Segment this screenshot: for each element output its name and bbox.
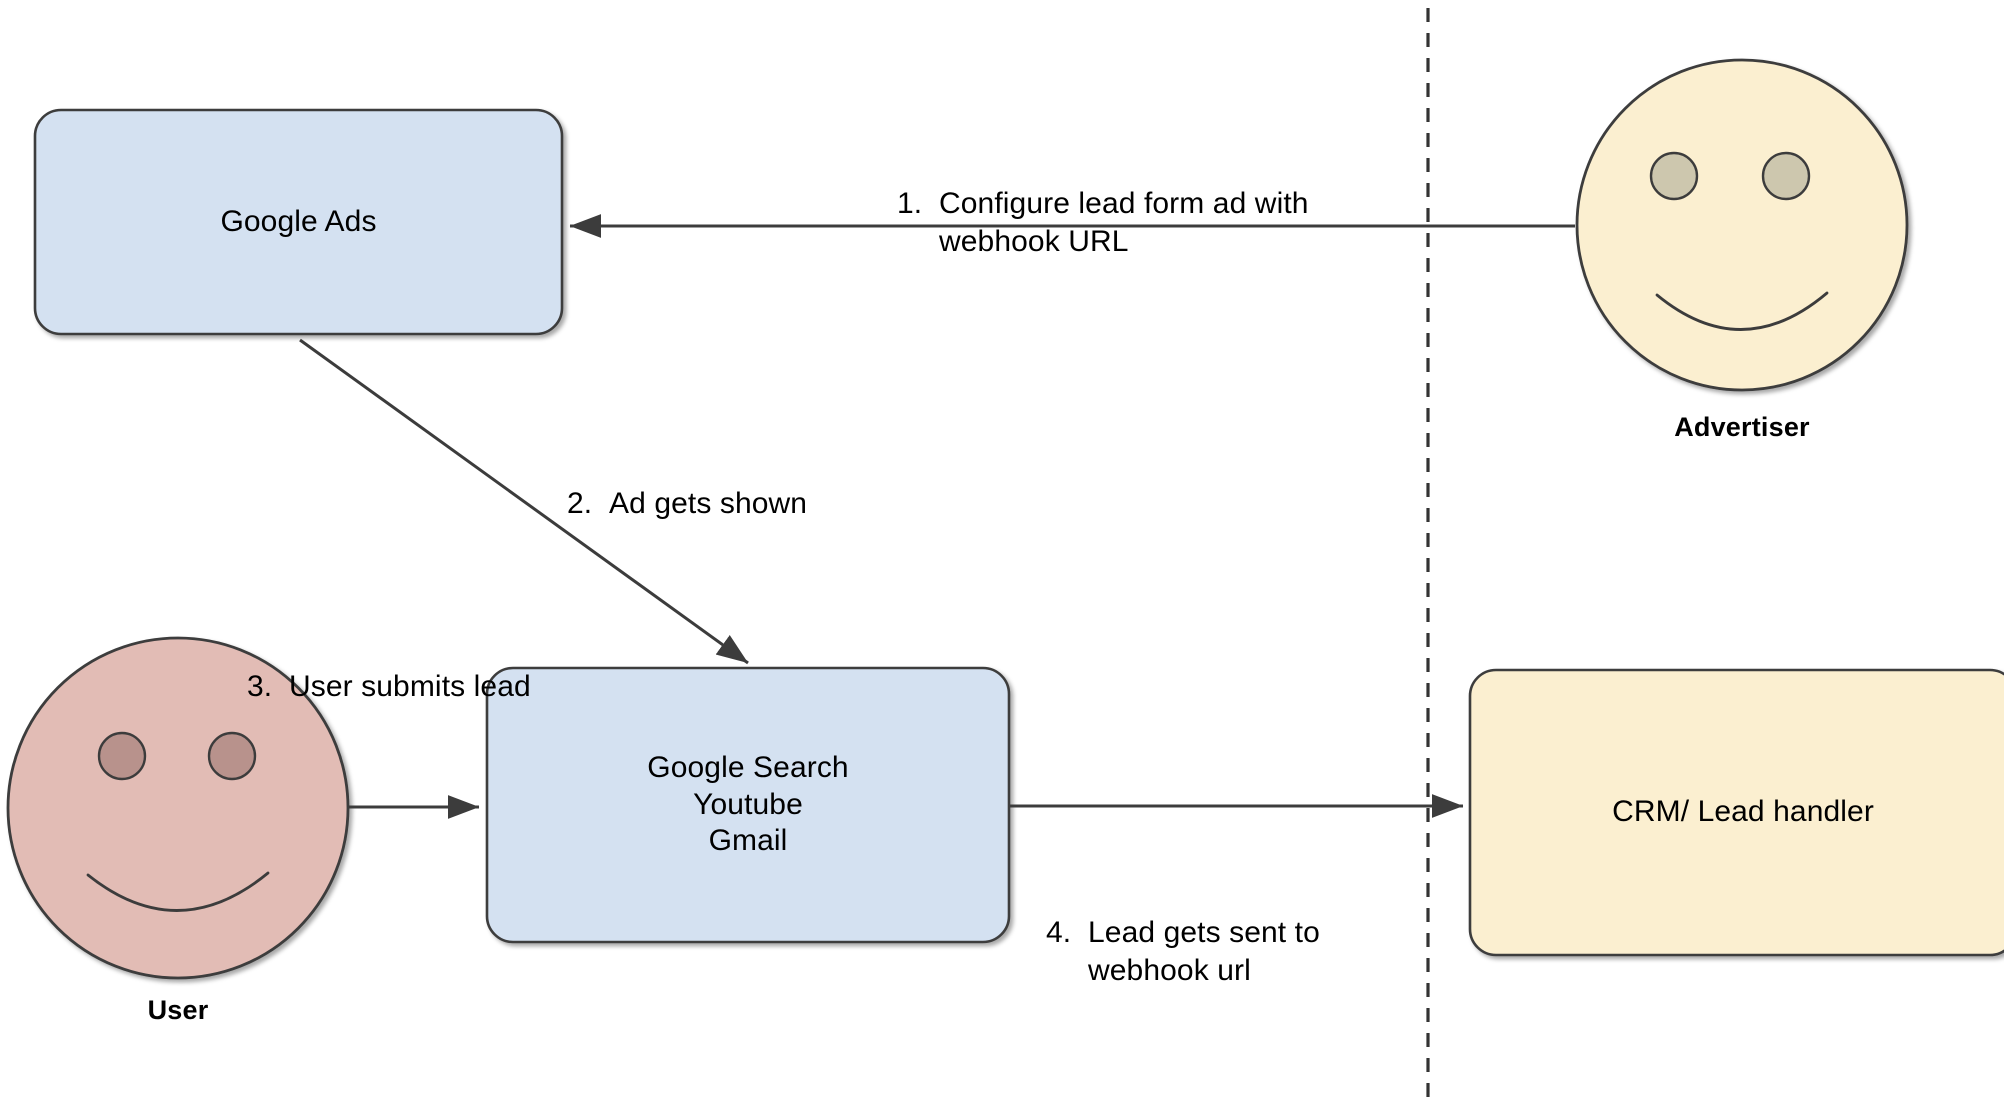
actor-user[interactable] xyxy=(6,636,350,980)
advertiser-face-icon xyxy=(1575,58,1909,392)
edge-step2-label: 2. Ad gets shown xyxy=(567,408,807,600)
edge-step3-label: 3. User submits lead xyxy=(247,591,531,783)
node-google-ads[interactable] xyxy=(33,108,564,336)
edge-step3-number: 3. xyxy=(247,669,273,703)
edge-step4-label: 4. Lead gets sent to webhook url xyxy=(1046,837,1406,1067)
edge-step4-line1: Lead gets sent to xyxy=(1088,915,1320,949)
user-caption-text: User xyxy=(147,995,209,1025)
advertiser-caption-text: Advertiser xyxy=(1674,412,1810,442)
advertiser-left-eye-icon xyxy=(1649,151,1699,201)
edge-step2-line1: Ad gets shown xyxy=(609,486,808,520)
actor-advertiser[interactable] xyxy=(1575,58,1909,392)
advertiser-right-eye-icon xyxy=(1761,151,1811,201)
edge-step4-text: Lead gets sent to webhook url xyxy=(1088,914,1320,991)
edge-step1-text: Configure lead form ad with webhook URL xyxy=(939,185,1309,262)
edge-step1-label: 1. Configure lead form ad with webhook UR… xyxy=(897,108,1417,338)
user-left-eye-icon xyxy=(97,731,147,781)
edge-step3-line1: User submits lead xyxy=(289,669,531,703)
edge-step1-line1: Configure lead form ad with xyxy=(939,186,1309,220)
edge-step1-line2: webhook URL xyxy=(939,225,1129,259)
node-google-properties[interactable] xyxy=(485,666,1011,944)
edge-step2-number: 2. xyxy=(567,486,593,520)
user-caption: User xyxy=(28,995,328,1026)
advertiser-caption: Advertiser xyxy=(1592,412,1892,443)
user-smile-icon xyxy=(86,871,270,912)
user-right-eye-icon xyxy=(207,731,257,781)
edge-step2-arrow xyxy=(299,338,749,665)
edge-step1-number: 1. xyxy=(897,186,923,220)
edge-step4-number: 4. xyxy=(1046,915,1072,949)
node-crm-lead-handler[interactable] xyxy=(1468,668,2004,957)
edge-step4-line2: webhook url xyxy=(1088,954,1251,988)
advertiser-smile-icon xyxy=(1655,291,1829,331)
